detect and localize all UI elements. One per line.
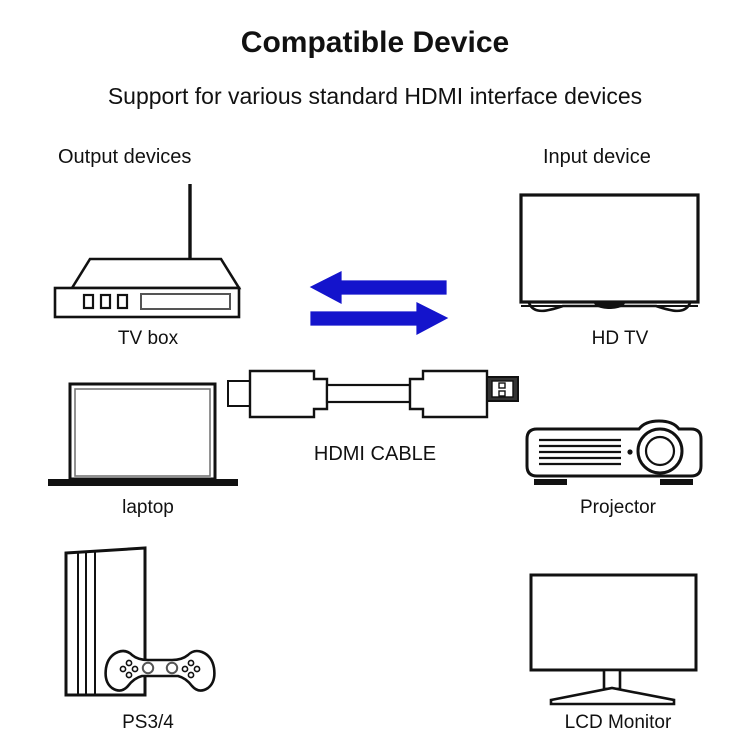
projector-icon: [525, 419, 703, 485]
monitor-icon: [529, 573, 698, 706]
game-console-icon: [64, 546, 216, 697]
caption-laptop: laptop: [122, 497, 174, 518]
television-icon: [519, 193, 700, 313]
caption-hdmi-cable: HDMI CABLE: [313, 443, 437, 465]
caption-tv-box: TV box: [117, 328, 179, 349]
caption-ps3-4: PS3/4: [122, 712, 174, 733]
page-subtitle: Support for various standard HDMI interf…: [107, 83, 643, 109]
page-title: Compatible Device: [240, 26, 510, 59]
arrow-left: [309, 271, 447, 304]
caption-projector: Projector: [579, 497, 657, 518]
arrow-right: [310, 302, 449, 335]
caption-lcd-monitor: LCD Monitor: [564, 712, 672, 733]
laptop-icon: [48, 382, 238, 486]
gamepad-icon: [104, 649, 216, 692]
tv-box-icon: [53, 184, 242, 319]
input-device-header: Input device: [543, 146, 651, 168]
caption-hd-tv: HD TV: [591, 328, 649, 349]
hdmi-cable-icon: [227, 369, 519, 419]
output-devices-header: Output devices: [58, 146, 192, 168]
